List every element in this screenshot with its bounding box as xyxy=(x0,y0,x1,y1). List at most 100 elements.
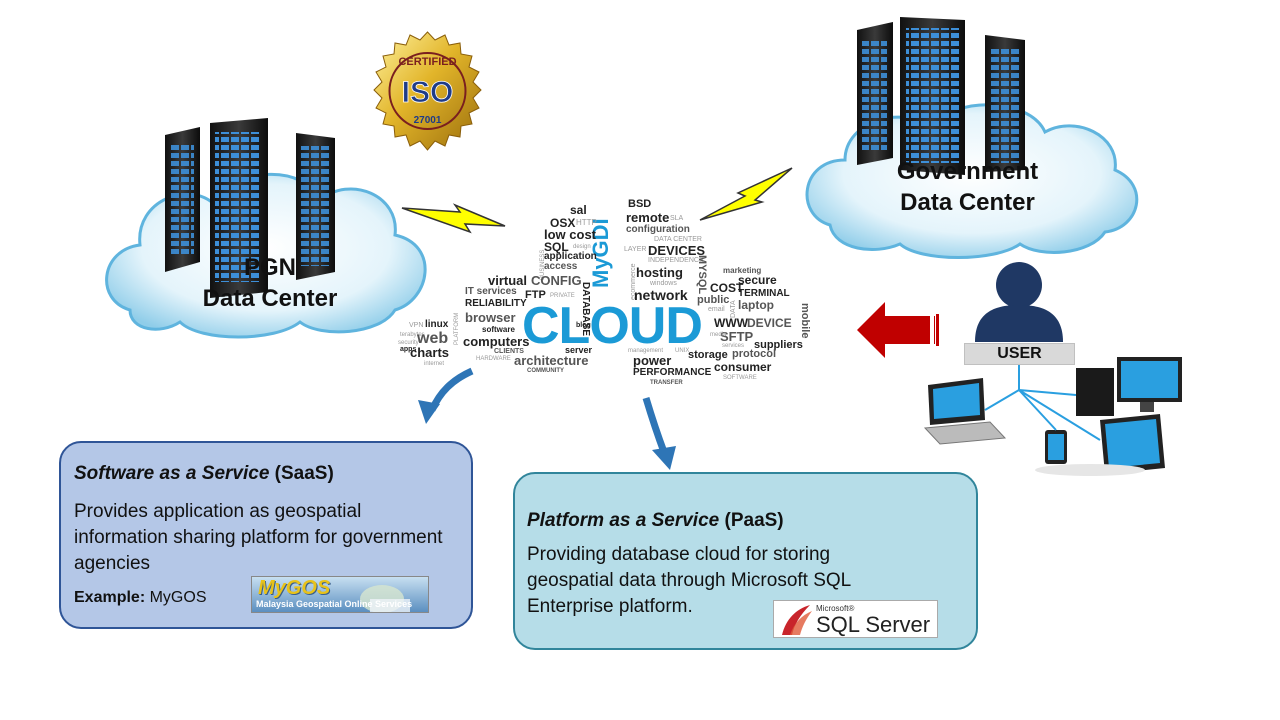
word-cloud-word: CONFIG xyxy=(531,273,582,288)
word-cloud-word: RELIABILITY xyxy=(465,298,527,309)
paas-title-abbr: (PaaS) xyxy=(724,510,784,531)
word-cloud-word: CLIENTS xyxy=(494,348,524,355)
word-cloud-word: UNIX xyxy=(675,348,690,354)
saas-example-label: Example: xyxy=(74,589,146,606)
user-icon xyxy=(975,262,1063,342)
word-cloud-word: mobile xyxy=(799,303,811,339)
word-cloud-word: VPN xyxy=(409,322,424,329)
word-cloud-word: marketing xyxy=(723,266,762,275)
word-cloud-word: low cost xyxy=(544,227,597,242)
word-cloud-word: internet xyxy=(424,361,445,367)
word-cloud-word: PRIVATE xyxy=(550,293,575,299)
word-cloud-word: COST xyxy=(710,281,744,295)
word-cloud-word: DEVICE xyxy=(747,316,792,330)
word-cloud-word: LAYER xyxy=(624,246,647,253)
paas-title: Platform as a Service (PaaS) xyxy=(527,510,784,532)
word-cloud-word: SOFTWARE xyxy=(723,375,757,381)
saas-title-abbr: (SaaS) xyxy=(274,463,334,484)
word-cloud-word: design xyxy=(573,244,591,250)
word-cloud-word: power xyxy=(633,353,672,368)
word-cloud-word: windows xyxy=(650,280,677,287)
word-cloud-word: WWW xyxy=(714,316,748,330)
iso-seal-top-text: CERTIFIED xyxy=(398,56,456,68)
government-label-line2: Data Center xyxy=(900,189,1035,216)
saas-title: Software as a Service (SaaS) xyxy=(74,463,334,485)
word-cloud-word: apps xyxy=(400,346,417,353)
word-cloud-word: blog xyxy=(576,322,591,329)
word-cloud-word: network xyxy=(634,287,688,303)
word-cloud-word: DEVICES xyxy=(648,243,706,258)
government-server-rack-icon xyxy=(857,17,1025,175)
iso-seal-middle-text: ISO xyxy=(402,76,454,109)
word-cloud-word: services xyxy=(722,343,745,349)
paas-description: Providing database cloud for storing geo… xyxy=(527,544,851,617)
word-cloud-word: TRANSFER xyxy=(650,380,683,386)
word-cloud-word: OSX xyxy=(550,216,576,230)
iso-seal-bottom-text: 27001 xyxy=(414,115,442,126)
word-cloud-word: PERFORMANCE xyxy=(633,367,712,378)
sql-logo-vendor: Microsoft® xyxy=(816,604,855,613)
word-cloud-word: computers xyxy=(463,334,530,349)
pgn-server-rack-icon xyxy=(165,118,335,298)
word-cloud-word: public xyxy=(697,294,730,306)
word-cloud-word: DATA CENTER xyxy=(654,236,702,243)
paas-title-italic: Platform as a Service xyxy=(527,510,720,531)
word-cloud-word: configuration xyxy=(626,224,690,235)
word-cloud-word: SQL xyxy=(544,240,569,254)
word-cloud-word: INDEPENDENCE xyxy=(648,257,704,264)
mygos-logo-name: MyGOS xyxy=(258,577,331,599)
word-cloud-word: email xyxy=(708,306,725,313)
word-cloud-word: hosting xyxy=(636,265,683,280)
saas-example-value: MyGOS xyxy=(149,589,207,606)
pgn-label-line1: PGN xyxy=(243,254,296,281)
word-cloud-word: secure xyxy=(738,273,777,287)
word-cloud-word: SLA xyxy=(670,215,684,222)
mygos-logo-tagline: Malaysia Geospatial Online Services xyxy=(256,599,413,609)
mygos-logo: MyGOS Malaysia Geospatial Online Service… xyxy=(251,576,429,613)
word-cloud-word: FTP xyxy=(525,289,546,301)
pgn-label-line2: Data Center xyxy=(202,285,338,312)
saas-description: Provides application as geospatial infor… xyxy=(74,501,443,574)
word-cloud-word: access xyxy=(544,261,578,272)
word-cloud-word: software xyxy=(482,325,515,334)
word-cloud-word: media xyxy=(710,332,727,338)
curved-arrow-icon xyxy=(642,396,676,470)
computer-devices-icon xyxy=(923,357,1182,476)
word-cloud-word: BSD xyxy=(628,198,652,210)
word-cloud-word: PLATFORM xyxy=(454,312,460,345)
word-cloud-word: management xyxy=(628,348,664,354)
word-cloud-word: charts xyxy=(410,345,450,360)
saas-example: Example: MyGOS xyxy=(74,589,206,607)
word-cloud-word: storage xyxy=(688,349,728,361)
word-cloud: CLOUD MyGDI sal BSD remote SLA OSX HTTP … xyxy=(392,190,822,390)
word-cloud-word: SFTP xyxy=(720,329,754,344)
word-cloud-word: linux xyxy=(425,319,449,330)
government-label-line1: Government xyxy=(896,158,1039,185)
iso-seal-icon: CERTIFIED ISO 27001 xyxy=(373,31,482,151)
word-cloud-word: architecture xyxy=(514,353,589,368)
word-cloud-word: application xyxy=(544,251,597,262)
word-cloud-word: virtual xyxy=(488,273,528,288)
lightning-icon xyxy=(401,203,506,234)
word-cloud-word: suppliers xyxy=(754,339,803,351)
sql-server-logo: Microsoft® SQL Server xyxy=(773,600,938,638)
word-cloud-word: TERMINAL xyxy=(738,288,790,299)
word-cloud-word: terabytes xyxy=(400,332,425,338)
word-cloud-word: HARDWARE xyxy=(476,356,511,362)
word-cloud-word: MYSQL xyxy=(696,255,708,295)
word-cloud-word: consumer xyxy=(714,360,772,374)
word-cloud-word: IT services xyxy=(465,286,517,297)
word-cloud-main: CLOUD xyxy=(522,297,703,355)
word-cloud-word: HTTP xyxy=(576,218,597,227)
word-cloud-word: browser xyxy=(465,310,516,325)
government-data-center-label: Government Data Center xyxy=(865,156,1070,218)
curved-arrow-icon xyxy=(418,367,474,424)
user-label: USER xyxy=(964,343,1075,365)
word-cloud-word: laptop xyxy=(738,298,774,312)
lightning-icon xyxy=(699,167,793,221)
word-cloud-word: COMMUNITY xyxy=(527,368,564,374)
left-arrow-icon xyxy=(857,302,939,358)
sql-logo-product: SQL Server xyxy=(816,612,931,637)
word-cloud-word: security xyxy=(398,340,419,346)
